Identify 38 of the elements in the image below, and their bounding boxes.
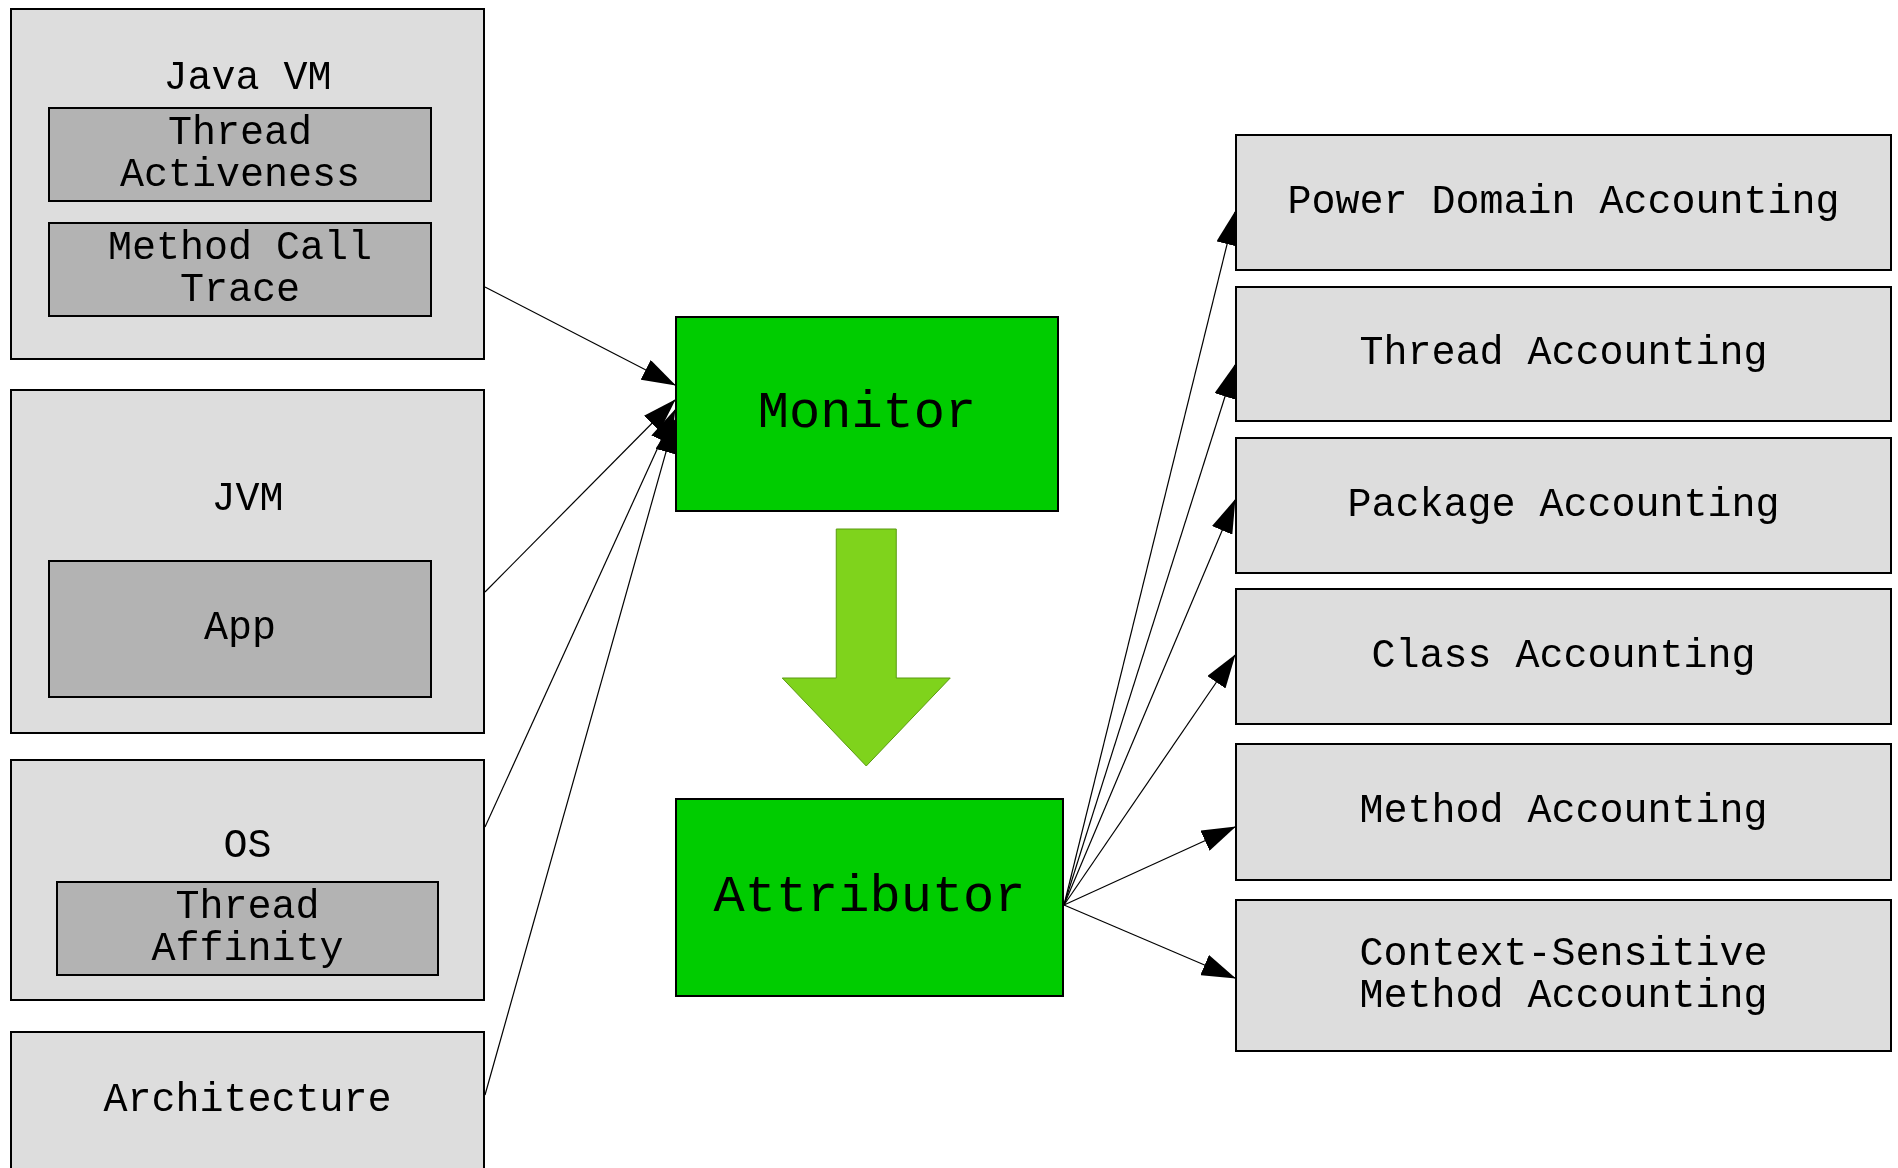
accounting-box	[1235, 134, 1892, 271]
arrow	[1063, 826, 1236, 906]
layer-box	[10, 8, 485, 360]
accounting-box	[1235, 588, 1892, 725]
component-box	[56, 881, 439, 976]
node-label: Thread Affinity	[150, 886, 345, 971]
accounting-box	[1235, 899, 1892, 1052]
accounting-box	[1235, 743, 1892, 881]
component-box	[48, 560, 432, 698]
node-label: Architecture	[102, 1080, 393, 1122]
node-label: Java VM	[162, 58, 333, 100]
node-label: JVM	[210, 479, 285, 521]
node-label: Thread Activeness	[118, 112, 361, 197]
component-box	[48, 107, 432, 202]
block-arrow	[781, 528, 951, 767]
node-label: Thread Accounting	[1358, 333, 1769, 375]
node-label: Method Accounting	[1358, 791, 1769, 833]
arrow	[484, 286, 676, 386]
node-label: Power Domain Accounting	[1286, 181, 1841, 224]
accounting-box	[1235, 286, 1892, 422]
accounting-box	[1235, 437, 1892, 574]
layer-box	[10, 389, 485, 734]
node-label: Method Call Trace	[106, 227, 373, 312]
node-label: Package Accounting	[1346, 484, 1781, 527]
node-label: OS	[222, 826, 273, 868]
arrow	[1063, 904, 1236, 979]
node-label: Attributor	[712, 870, 1027, 925]
node-label: App	[203, 608, 277, 650]
component-box	[48, 222, 432, 317]
arrow	[484, 399, 676, 593]
node-label: Monitor	[756, 386, 978, 442]
arrow	[1063, 654, 1236, 906]
layer-box	[10, 1031, 485, 1168]
layer-box	[10, 759, 485, 1001]
process-box	[675, 798, 1064, 997]
process-box	[675, 316, 1059, 512]
node-label: Class Accounting	[1370, 635, 1757, 678]
node-label: Context-Sensitive Method Accounting	[1358, 933, 1769, 1018]
